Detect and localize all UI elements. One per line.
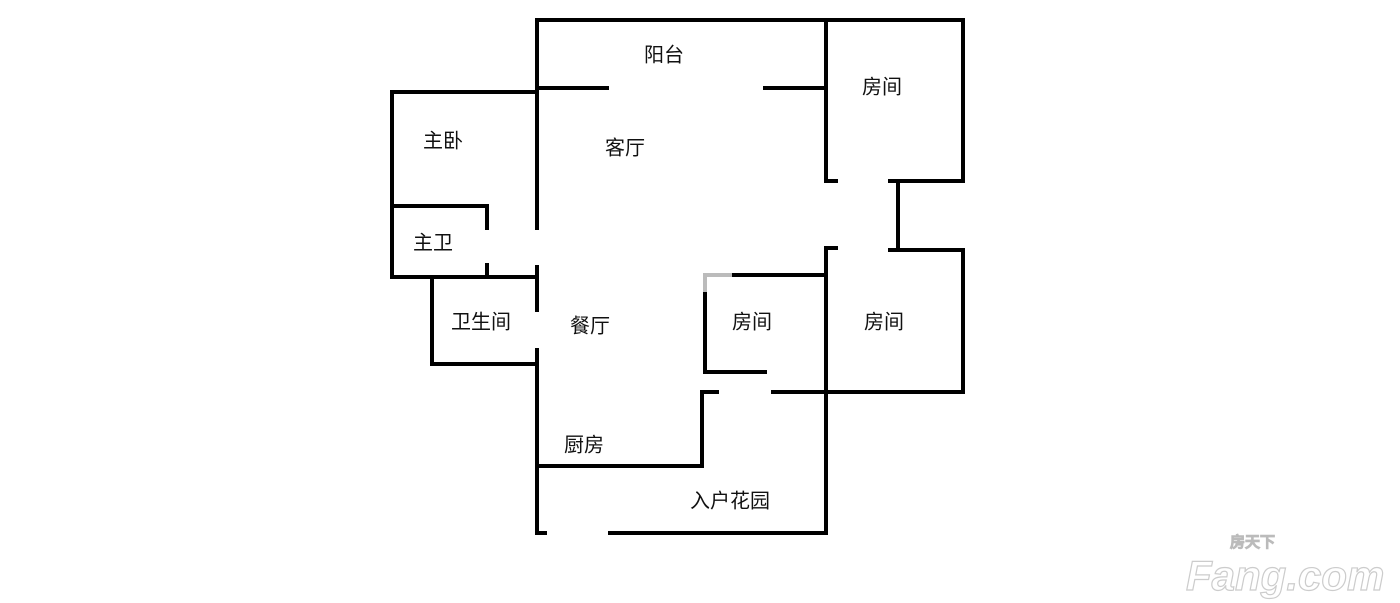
walls: [390, 18, 965, 535]
label-bathroom: 卫生间: [451, 310, 511, 334]
label-master-bath: 主卫: [413, 231, 453, 255]
label-master-bedroom: 主卧: [423, 129, 463, 153]
label-room-small: 房间: [732, 310, 772, 334]
label-entry-garden: 入户花园: [690, 489, 770, 513]
label-kitchen: 厨房: [564, 433, 604, 457]
label-balcony: 阳台: [644, 43, 684, 67]
label-room-top-right: 房间: [862, 75, 902, 99]
label-living-room: 客厅: [605, 136, 645, 160]
room-labels: 阳台 房间 主卧 客厅 主卫 卫生间 餐厅 房间 房间 厨房 入户花园: [413, 43, 904, 513]
label-room-bottom-right: 房间: [864, 310, 904, 334]
watermark-cn: 房天下: [1230, 533, 1276, 552]
fang-watermark-logo: 房天下 Fang.com: [1185, 533, 1386, 600]
watermark-brand: Fang.com: [1185, 552, 1385, 599]
label-dining-room: 餐厅: [570, 314, 610, 338]
